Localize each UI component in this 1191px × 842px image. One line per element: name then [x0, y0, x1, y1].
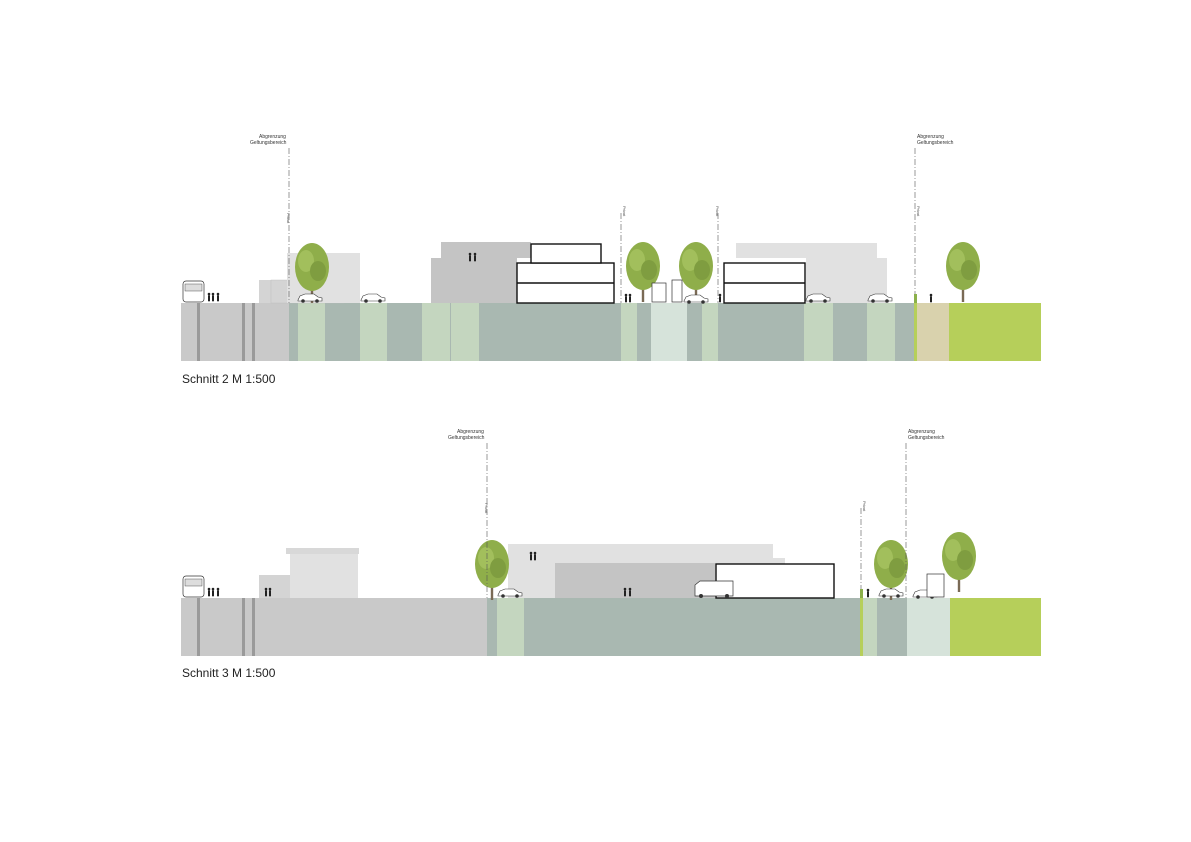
section-2-caption: Schnitt 2 M 1:500	[182, 372, 276, 386]
section-2-boundary-lines	[288, 148, 916, 303]
section-2-hedge	[914, 294, 917, 303]
s3-property-label-2: Privat	[862, 501, 867, 512]
s2-property-label-1: Privat	[286, 213, 291, 224]
s2-boundary-label-left-line1: Abgrenzung	[259, 134, 286, 140]
section-3-caption: Schnitt 3 M 1:500	[182, 666, 276, 680]
section-3-vehicles	[182, 573, 945, 600]
section-2-vehicles	[182, 279, 893, 305]
s2-property-label-3: Privat	[715, 206, 720, 217]
section-2-ground	[181, 303, 1041, 361]
s2-property-label-4: Privat	[916, 206, 921, 217]
section-3-hedge	[860, 589, 863, 598]
s3-boundary-label-right-line2: Geltungsbereich	[908, 435, 945, 441]
section-2-building-cuts	[516, 243, 806, 304]
s2-property-label-2: Privat	[622, 206, 627, 217]
s2-boundary-label-right-line1: Abgrenzung	[917, 134, 944, 140]
section-3-boundary-lines	[486, 443, 907, 598]
s2-boundary-label-left-line2: Geltungsbereich	[250, 140, 287, 146]
s3-boundary-label-left-line2: Geltungsbereich	[448, 435, 485, 441]
s2-boundary-label-right-line2: Geltungsbereich	[917, 140, 954, 146]
s3-boundary-label-left-line1: Abgrenzung	[457, 429, 484, 435]
section-3-ground	[181, 598, 1041, 656]
s3-property-label-1: Privat	[484, 503, 489, 514]
s3-boundary-label-right-line1: Abgrenzung	[908, 429, 935, 435]
